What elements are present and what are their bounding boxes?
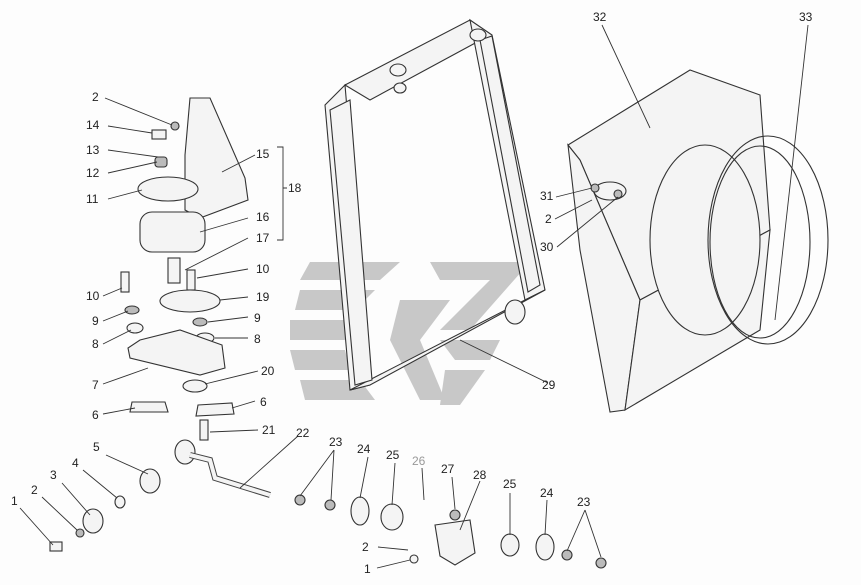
callout-labels: 2 14 13 12 11 15 18 16 17 10 10 19 9 9 8… — [11, 10, 813, 576]
callout-22: 22 — [296, 426, 310, 440]
callout-18: 18 — [288, 181, 302, 195]
callout-24: 24 — [540, 486, 554, 500]
callout-14: 14 — [86, 118, 100, 132]
callout-5: 5 — [93, 440, 100, 454]
callout-20: 20 — [261, 364, 275, 378]
leader-lines — [19, 24, 809, 569]
callout-7: 7 — [92, 378, 99, 392]
callout-13: 13 — [86, 143, 100, 157]
small-parts — [49, 419, 607, 569]
fan-shroud-part-32 — [567, 69, 771, 413]
shroud-ring-part-33 — [707, 135, 829, 345]
callout-31: 31 — [540, 189, 554, 203]
callout-19: 19 — [256, 290, 270, 304]
radiator-part-29 — [324, 18, 546, 391]
callout-10: 10 — [86, 289, 100, 303]
callout-10: 10 — [256, 262, 270, 276]
callout-26: 26 — [412, 454, 426, 468]
callout-16: 16 — [256, 210, 270, 224]
callout-25: 25 — [503, 477, 517, 491]
callout-4: 4 — [72, 456, 79, 470]
callout-1: 1 — [11, 494, 18, 508]
mount-assembly — [120, 97, 249, 417]
callout-9: 9 — [92, 314, 99, 328]
callout-6: 6 — [92, 408, 99, 422]
callout-25: 25 — [386, 448, 400, 462]
callout-2: 2 — [545, 212, 552, 226]
callout-32: 32 — [593, 10, 607, 24]
callout-2: 2 — [362, 540, 369, 554]
watermark-logo — [290, 262, 530, 405]
callout-12: 12 — [86, 166, 100, 180]
callout-17: 17 — [256, 231, 270, 245]
callout-29: 29 — [542, 378, 556, 392]
callout-21: 21 — [262, 423, 276, 437]
callout-2: 2 — [92, 90, 99, 104]
callout-24: 24 — [357, 442, 371, 456]
callout-8: 8 — [254, 332, 261, 346]
callout-28: 28 — [473, 468, 487, 482]
callout-6: 6 — [260, 395, 267, 409]
callout-11: 11 — [86, 192, 99, 206]
callout-23: 23 — [577, 495, 591, 509]
callout-2: 2 — [31, 483, 38, 497]
callout-27: 27 — [441, 462, 455, 476]
callout-3: 3 — [50, 468, 57, 482]
callout-8: 8 — [92, 337, 99, 351]
callout-15: 15 — [256, 147, 270, 161]
callout-9: 9 — [254, 311, 261, 325]
callout-1: 1 — [364, 562, 371, 576]
callout-30: 30 — [540, 240, 554, 254]
callout-33: 33 — [799, 10, 813, 24]
callout-23: 23 — [329, 435, 343, 449]
